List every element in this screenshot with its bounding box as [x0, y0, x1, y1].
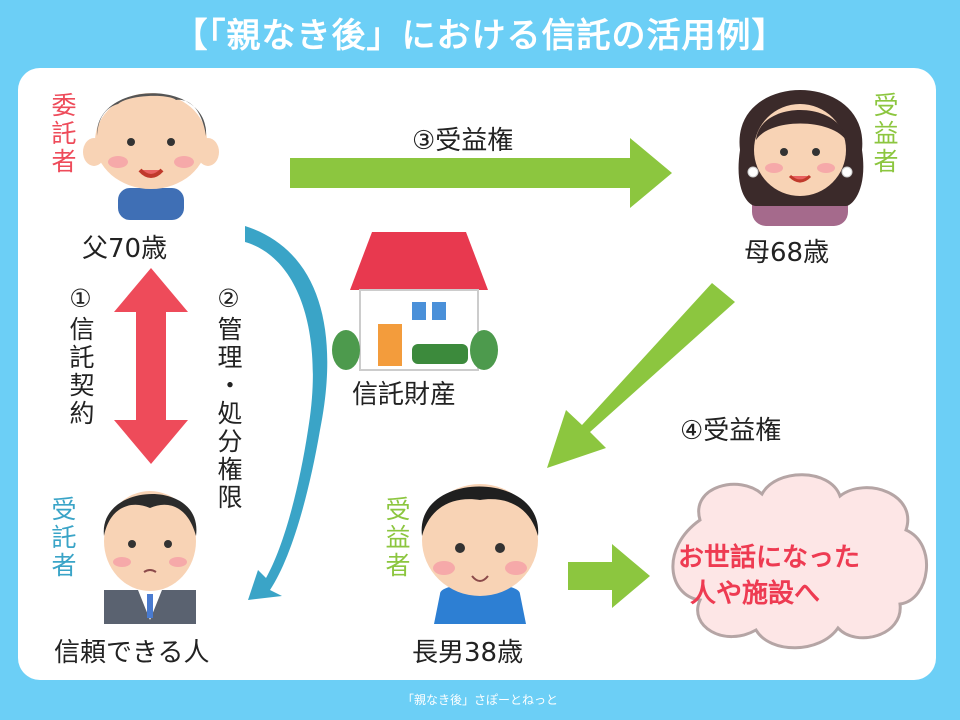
- settlor-role: 委託者: [48, 92, 77, 176]
- arrow-benefit3: [290, 138, 672, 208]
- son-illustration: [421, 484, 539, 624]
- step-manage: ②管理・処分権限: [214, 284, 243, 512]
- trustee-label: 信頼できる人: [54, 638, 210, 668]
- son-label: 長男38歳: [412, 638, 524, 668]
- page-title: 【「親なき後」における信託の活用例】: [173, 16, 787, 56]
- arrow-benefit4: [547, 283, 735, 468]
- footer-credit: 「親なき後」さぽーとねっと: [401, 693, 558, 707]
- mother-illustration: [738, 90, 864, 226]
- step-benefit4: ④受益権: [680, 416, 782, 446]
- cloud-line-2: 人や施設へ: [690, 579, 821, 609]
- trustee-role: 受託者: [48, 496, 77, 580]
- arrow-to-cloud: [568, 544, 650, 608]
- father-illustration: [83, 93, 219, 220]
- arrow-contract: [114, 268, 188, 464]
- trustee-illustration: [103, 491, 197, 624]
- arrow-manage: [245, 226, 328, 600]
- cloud-text: お世話になった 人や施設へ: [678, 540, 918, 612]
- cloud-shape: [671, 473, 928, 650]
- property-label: 信託財産: [352, 380, 457, 410]
- father-label: 父70歳: [82, 234, 168, 264]
- son-role: 受益者: [382, 496, 411, 580]
- mother-label: 母68歳: [744, 238, 830, 268]
- step-benefit3: ③受益権: [412, 126, 514, 156]
- step-contract: ①信託契約: [66, 284, 95, 428]
- cloud-line-1: お世話になった: [678, 543, 861, 573]
- house-illustration: [332, 232, 498, 371]
- mother-role: 受益者: [870, 92, 899, 176]
